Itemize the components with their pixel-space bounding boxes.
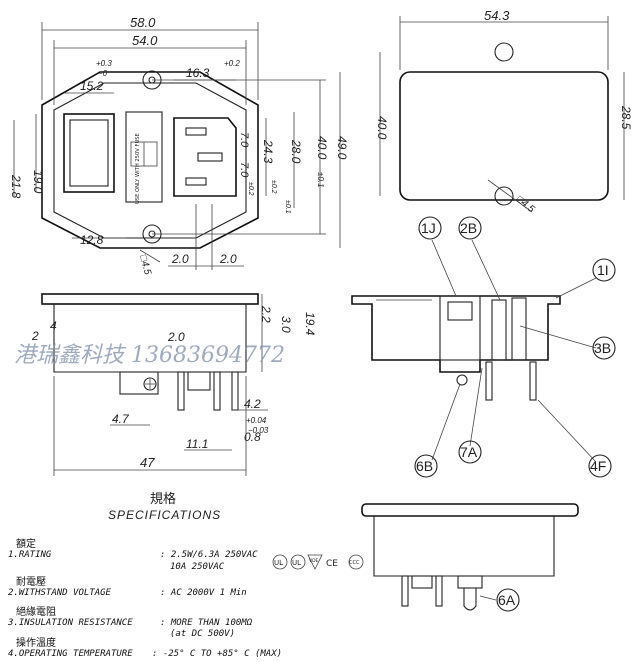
section-view: 1J 2B 1I 3B 6B 7A 4F xyxy=(351,216,616,478)
spec-2-value1: : AC 2000V 1 Min xyxy=(160,588,247,598)
bottom-view: 6A xyxy=(361,503,579,612)
dim-11-1: 11.1 xyxy=(186,437,208,451)
dim-28-5: 28.5 xyxy=(619,105,633,130)
spec-1-value1: : 2.5W/6.3A 250VAC xyxy=(160,550,258,560)
cert-vde: VDE xyxy=(309,558,319,564)
side-view: 2.2 3.0 19.4 4 2 2.0 4.7 4.2 +0.04 −0.03… xyxy=(31,293,317,476)
dim-7: 7.0 xyxy=(238,132,250,148)
spec-3-value2: (at DC 500V) xyxy=(170,629,235,639)
callout-2B: 2B xyxy=(460,220,477,236)
spec-1-zh: 額定 xyxy=(16,537,36,550)
dim-12-8: 12.8 xyxy=(80,233,104,247)
spec-4-value1: : -25° C TO +85° C (MAX) xyxy=(152,649,282,659)
spec-1-en: 1.RATING xyxy=(8,550,52,560)
dim-47: 47 xyxy=(140,455,155,470)
callout-1I: 1I xyxy=(597,262,609,278)
dim-hole-front: □4.5 xyxy=(137,254,153,277)
dim-tol-minus003: −0.03 xyxy=(248,426,269,435)
dim-54: 54.0 xyxy=(132,33,158,48)
dim-4-2: 4.2 xyxy=(244,397,261,411)
dim-tol-40: ±0.1 xyxy=(316,172,325,188)
dim-tol-pm01: ±0.1 xyxy=(284,200,291,214)
spec-title-zh: 規格 xyxy=(150,491,176,507)
dim-4-7: 4.7 xyxy=(112,412,130,426)
dim-2-2: 2.2 xyxy=(259,305,273,323)
callout-3B: 3B xyxy=(594,340,611,356)
spec-3-en: 3.INSULATION RESISTANCE xyxy=(7,618,133,628)
callout-4F: 4F xyxy=(590,458,606,474)
dim-tol-pm02: ±0.2 xyxy=(247,182,254,196)
dim-40-cut: 40.0 xyxy=(375,116,389,140)
dim-2a: 2.0 xyxy=(171,252,189,266)
dim-15-2: 15.2 xyxy=(80,79,104,93)
spec-2-zh: 耐電壓 xyxy=(16,575,46,588)
spec-3-zh: 絕緣電阻 xyxy=(16,605,56,618)
dim-19-4: 19.4 xyxy=(303,312,317,336)
callout-7A: 7A xyxy=(460,444,478,460)
dim-0-8: 0.8 xyxy=(244,430,261,444)
specifications: 規格 SPECIFICATIONS 額定 1.RATING : 2.5W/6.3… xyxy=(7,491,364,659)
spec-4-zh: 操作溫度 xyxy=(16,636,56,649)
cert-marks: UL UL VDE CE CCC xyxy=(272,554,364,570)
dim-24-3: 24.3 xyxy=(261,139,275,164)
dim-7b: 7.0 xyxy=(238,162,250,178)
callout-6A: 6A xyxy=(498,592,516,608)
dim-tol-plus004: +0.04 xyxy=(246,416,267,425)
spec-3-value1: : MORE THAN 100MΩ xyxy=(160,618,253,628)
dim-hole-cut: □4.5 xyxy=(514,194,537,216)
cert-ce: CE xyxy=(326,559,338,569)
spec-4-en: 4.OPERATING TEMPERATURE xyxy=(8,649,133,659)
dim-58: 58.0 xyxy=(130,15,156,30)
cert-ccc: CCC xyxy=(349,560,360,566)
callout-6B: 6B xyxy=(416,458,433,474)
callout-1J: 1J xyxy=(421,220,436,236)
front-view: USE ONLY WITH 250V FUSE 58.0 54.0 +0.3 −… xyxy=(9,15,349,276)
dim-21-8: 21.8 xyxy=(9,174,23,199)
dim-tol-minus0: −0 xyxy=(98,69,108,78)
dim-tol-pm02b: ±0.2 xyxy=(270,180,277,194)
dim-tol-plus03: +0.3 xyxy=(96,59,112,68)
spec-title-en: SPECIFICATIONS xyxy=(108,508,221,522)
dim-54-3: 54.3 xyxy=(484,8,510,23)
dim-tol-plus02: +0.2 xyxy=(224,59,240,68)
dim-40: 40.0 xyxy=(315,136,329,160)
dim-2-0: 2.0 xyxy=(167,330,185,344)
watermark-text: 港瑞鑫科技 13683694772 xyxy=(14,343,285,368)
spec-2-en: 2.WITHSTAND VOLTAGE xyxy=(8,588,112,598)
dim-3-0: 3.0 xyxy=(279,316,293,333)
cutout-view: 54.3 28.5 40.0 □4.5 xyxy=(375,8,633,215)
dim-16-3: 16.3 xyxy=(186,66,210,80)
dim-19: 19.0 xyxy=(31,170,45,194)
cert-ul-2: UL xyxy=(292,559,301,567)
dim-49: 49.0 xyxy=(335,136,349,160)
spec-1-value2: 10A 250VAC xyxy=(170,562,225,572)
cert-ul-1: UL xyxy=(274,559,283,567)
fuse-label: USE ONLY WITH 250V FUSE xyxy=(135,133,141,204)
dim-4: 4 xyxy=(50,319,57,333)
dim-2b: 2.0 xyxy=(219,252,237,266)
dim-2: 2 xyxy=(31,329,39,343)
dim-28: 28.0 xyxy=(289,139,303,164)
